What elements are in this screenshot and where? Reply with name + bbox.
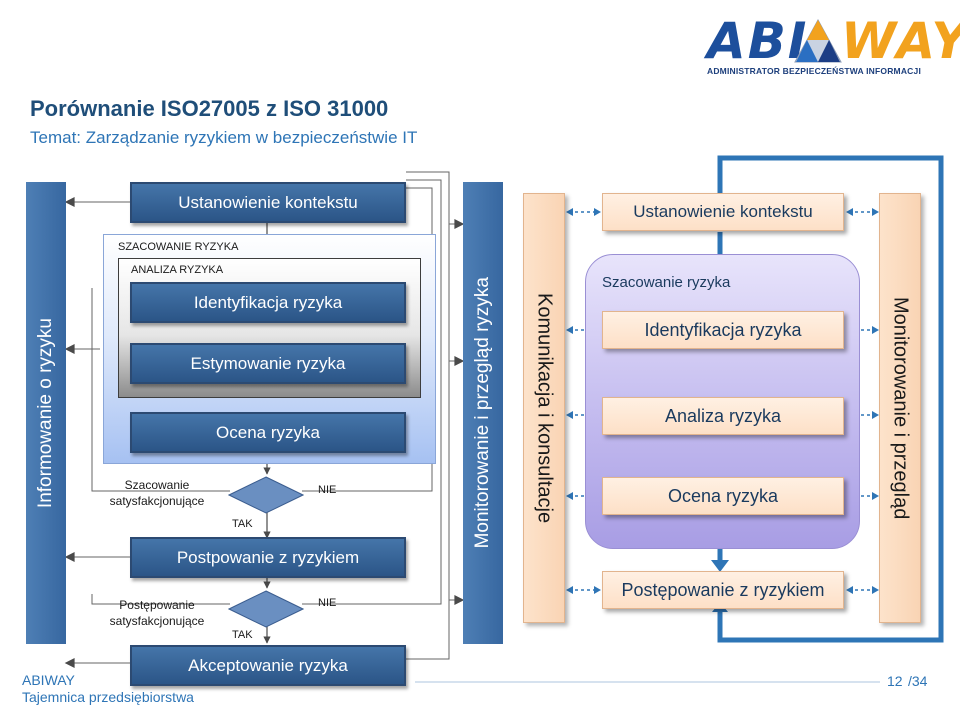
- decision2-diamond: [228, 590, 304, 628]
- estimation-label: Estymowanie ryzyka: [190, 353, 346, 373]
- context-label-27005: Ustanowienie kontekstu: [178, 192, 358, 212]
- logo-word-left: ABI: [707, 12, 809, 70]
- decision2-yes: TAK: [232, 629, 253, 641]
- context-box-31000: Ustanowienie kontekstu: [602, 193, 844, 231]
- logo-word-right: WAY: [841, 12, 960, 70]
- context-label-31000: Ustanowienie kontekstu: [633, 202, 813, 221]
- monitoring-label: Monitorowanie i przegląd: [889, 296, 912, 520]
- evaluation-box-27005: Ocena ryzyka: [130, 412, 406, 453]
- treatment-label-31000: Postępowanie z ryzykiem: [621, 579, 825, 600]
- analysis-label: Analiza ryzyka: [664, 405, 782, 426]
- decision1-question: Szacowanie satysfakcjonujące: [109, 478, 205, 508]
- risk-communication-bar: Informowanie o ryzyku: [26, 182, 66, 644]
- decision2-no: NIE: [318, 597, 337, 609]
- identification-label-31000: Identyfikacja ryzyka: [644, 319, 802, 340]
- evaluation-label-27005: Ocena ryzyka: [216, 422, 320, 442]
- slide-title: Porównanie ISO27005 z ISO 31000: [30, 96, 389, 121]
- footer-company: ABIWAY: [22, 672, 75, 688]
- context-box-27005: Ustanowienie kontekstu: [130, 182, 406, 223]
- page-total: /34: [908, 673, 928, 689]
- decision2-question: Postępowanie satysfakcjonujące: [109, 598, 205, 628]
- footer-confidential: Tajemnica przedsiębiorstwa: [22, 689, 194, 705]
- decision1-yes: TAK: [232, 518, 253, 530]
- evaluation-label-31000: Ocena ryzyka: [667, 485, 779, 506]
- acceptance-label: Akceptowanie ryzyka: [188, 655, 348, 675]
- communication-bar: Komunikacja i konsultacje: [523, 193, 565, 623]
- slide-subtitle: Temat: Zarządzanie ryzykiem w bezpieczeń…: [30, 128, 418, 147]
- decision1-no: NIE: [318, 484, 337, 496]
- monitoring-bar: Monitorowanie i przegląd: [879, 193, 921, 623]
- treatment-box-27005: Postpowanie z ryzykiem: [130, 537, 406, 578]
- pyramid-icon: [794, 18, 842, 63]
- risk-monitoring-bar: Monitorowanie i przegląd ryzyka: [463, 182, 503, 644]
- abiway-logo: ABI WAY ADMINISTRATOR BEZPIECZEŃSTWA INF…: [705, 12, 960, 80]
- risk-assessment-label: SZACOWANIE RYZYKA: [118, 241, 239, 253]
- communication-label: Komunikacja i konsultacje: [533, 292, 556, 524]
- risk-analysis-label: ANALIZA RYZYKA: [131, 264, 224, 276]
- evaluation-box-31000: Ocena ryzyka: [602, 477, 844, 515]
- assessment-label: Szacowanie ryzyka: [602, 274, 731, 291]
- treatment-box-31000: Postępowanie z ryzykiem: [602, 571, 844, 609]
- page-current: 12: [887, 673, 903, 689]
- logo-tagline: ADMINISTRATOR BEZPIECZEŃSTWA INFORMACJI: [707, 66, 922, 76]
- identification-box-27005: Identyfikacja ryzyka: [130, 282, 406, 323]
- analysis-box: Analiza ryzyka: [602, 397, 844, 435]
- footer-divider: [415, 681, 880, 683]
- decision1-diamond: [228, 476, 304, 514]
- identification-label-27005: Identyfikacja ryzyka: [193, 292, 343, 312]
- estimation-box: Estymowanie ryzyka: [130, 343, 406, 384]
- treatment-label-27005: Postpowanie z ryzykiem: [176, 547, 360, 567]
- identification-box-31000: Identyfikacja ryzyka: [602, 311, 844, 349]
- acceptance-box: Akceptowanie ryzyka: [130, 645, 406, 686]
